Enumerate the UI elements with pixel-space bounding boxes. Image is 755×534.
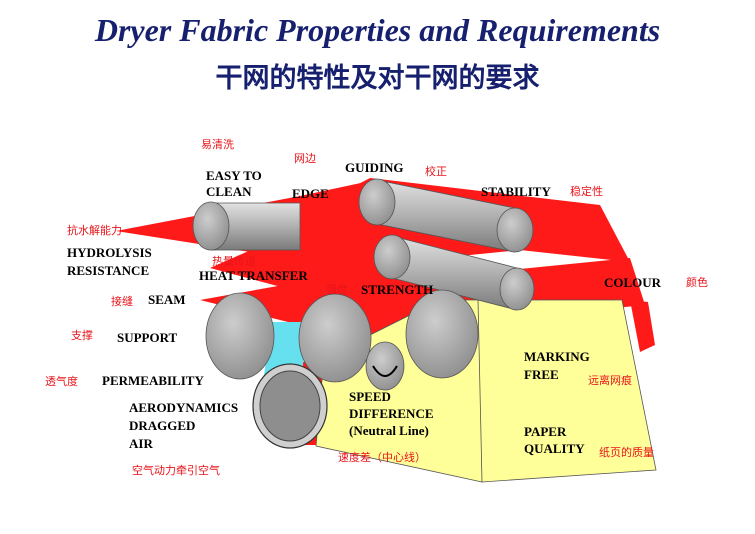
- label-cn-colour: 颜色: [686, 276, 708, 289]
- label-easy-to-clean-line1: EASY TO: [206, 168, 262, 183]
- label-support: SUPPORT: [117, 330, 178, 345]
- label-cn-strength: 强度: [326, 283, 348, 296]
- label-hydrolysis-line2: RESISTANCE: [67, 263, 150, 278]
- label-paper-quality-line2: QUALITY: [524, 441, 585, 456]
- label-speed-difference-line2: DIFFERENCE: [349, 406, 434, 421]
- title-chinese: 干网的特性及对干网的要求: [215, 63, 540, 94]
- dryer-cylinder-lower-center: [298, 293, 372, 383]
- dryer-cylinder-lower-right: [405, 289, 479, 379]
- label-speed-difference-line1: SPEED: [349, 389, 391, 404]
- label-colour: COLOUR: [604, 275, 662, 290]
- label-cn-edge: 网边: [294, 152, 316, 165]
- label-aerodynamics-line1: AERODYNAMICS: [129, 400, 239, 415]
- label-cn-marking-free: 远离网痕: [588, 374, 632, 387]
- title-english: Dryer Fabric Properties and Requirements: [94, 12, 661, 48]
- label-marking-free-line1: MARKING: [524, 349, 590, 364]
- label-cn-aerodynamics: 空气动力牵引空气: [132, 464, 220, 477]
- label-speed-difference-line3: (Neutral Line): [349, 423, 429, 438]
- label-guiding: GUIDING: [345, 160, 404, 175]
- label-cn-heat-transfer: 热量传递: [212, 255, 256, 268]
- dryer-cylinder-front: [252, 363, 328, 449]
- label-marking-free-line2: FREE: [524, 367, 559, 382]
- dryer-cylinder-middle: [373, 234, 535, 311]
- label-paper-quality-line1: PAPER: [524, 424, 567, 439]
- dryer-cylinder-top-left: [192, 201, 301, 251]
- label-seam: SEAM: [148, 292, 186, 307]
- label-permeability: PERMEABILITY: [102, 373, 204, 388]
- label-cn-easy-to-clean: 易清洗: [201, 138, 234, 151]
- dryer-cylinder-lower-left: [205, 292, 275, 380]
- label-cn-permeability: 透气度: [45, 375, 78, 388]
- label-cn-guiding: 校正: [425, 165, 447, 178]
- label-cn-hydrolysis: 抗水解能力: [67, 224, 122, 237]
- label-aerodynamics-line3: AIR: [129, 436, 153, 451]
- dryer-cylinder-top-center: [358, 178, 534, 253]
- label-cn-seam: 接缝: [111, 295, 133, 308]
- label-strength: STRENGTH: [361, 282, 434, 297]
- label-cn-speed-difference: 速度差（中心线）: [338, 451, 426, 464]
- label-stability: STABILITY: [481, 184, 551, 199]
- label-aerodynamics-line2: DRAGGED: [129, 418, 196, 433]
- label-hydrolysis-line1: HYDROLYSIS: [67, 245, 152, 260]
- label-cn-paper-quality: 纸页的质量: [599, 446, 654, 459]
- felt-roll: [365, 341, 405, 391]
- label-cn-stability: 稳定性: [570, 185, 603, 198]
- label-cn-support: 支撑: [71, 329, 93, 342]
- label-heat-transfer: HEAT TRANSFER: [199, 268, 308, 283]
- label-easy-to-clean-line2: CLEAN: [206, 184, 252, 199]
- label-edge: EDGE: [292, 186, 329, 201]
